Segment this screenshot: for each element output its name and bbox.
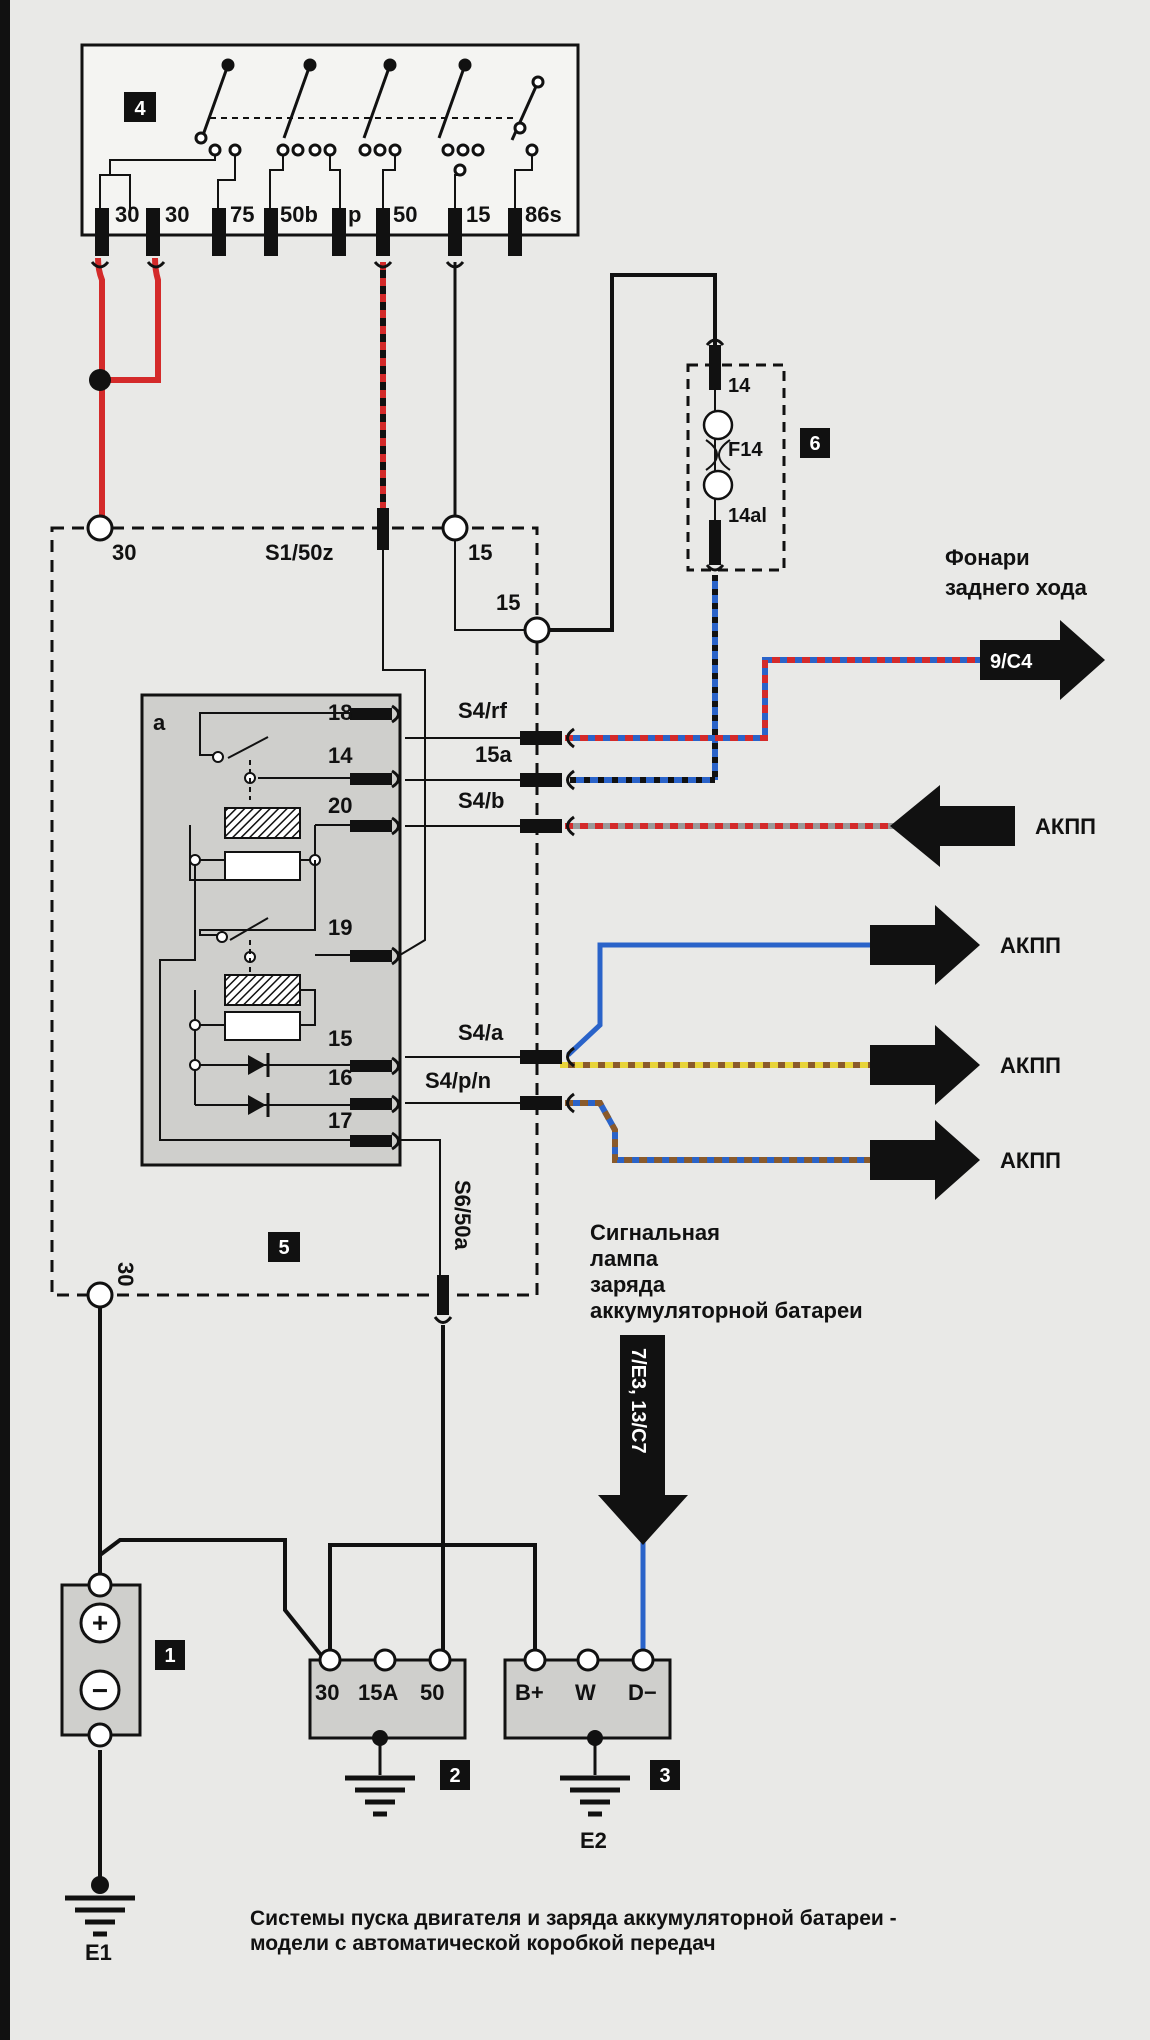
charge-ref-text: 7/E3, 13/C7 — [627, 1348, 649, 1454]
fuse-top-label: 14 — [728, 375, 751, 397]
relay-pin-19: 19 — [328, 915, 352, 940]
fuse-bottom-label: 14al — [728, 505, 767, 527]
sw-term-86s: 86s — [525, 202, 562, 227]
ground-icon — [65, 1895, 135, 1937]
battery-plus-icon: + — [92, 1607, 108, 1638]
relay-pin-s4-b: S4/b — [458, 788, 504, 813]
relay-pin-15a: 15a — [475, 742, 512, 767]
wires — [89, 257, 985, 1880]
ground-icon — [345, 1775, 415, 1817]
badge-2-text: 2 — [449, 1765, 460, 1787]
sw-term-30b: 30 — [165, 202, 189, 227]
component-badge-6 — [800, 428, 830, 458]
component-badge-3 — [650, 1760, 680, 1790]
relay-term-15-right: 15 — [496, 590, 520, 615]
badge-1-text: 1 — [164, 1645, 175, 1667]
starter-term-30: 30 — [315, 1680, 339, 1705]
component-badge-4 — [124, 92, 156, 122]
relay-pin-15: 15 — [328, 1026, 352, 1051]
fuse-name: F14 — [728, 439, 763, 461]
relay-pin-16: 16 — [328, 1065, 352, 1090]
relay-pin-s4-a: S4/a — [458, 1020, 504, 1045]
sw-term-p: p — [348, 202, 361, 227]
reverse-lights-label-2: заднего хода — [945, 575, 1088, 600]
battery-minus-icon: − — [92, 1675, 108, 1706]
ground-icon — [560, 1775, 630, 1817]
fuse-f14: 14 F14 14al 6 — [686, 338, 830, 572]
relay-pin-s4-pn: S4/p/n — [425, 1068, 491, 1093]
relay-pin-20: 20 — [328, 793, 352, 818]
badge-3-text: 3 — [659, 1765, 670, 1787]
charge-lamp-label-4: аккумуляторной батареи — [590, 1298, 863, 1323]
akpp-out-2-label: АКПП — [1000, 1053, 1061, 1078]
relay-module: 30 S1/50z 15 15 a — [50, 508, 575, 1324]
akpp-out-3-label: АКПП — [1000, 1148, 1061, 1173]
akpp-out-1-label: АКПП — [1000, 933, 1061, 958]
alt-term-bplus: B+ — [515, 1680, 544, 1705]
alt-term-dminus: D− — [628, 1680, 657, 1705]
arrow-akpp-out-1 — [870, 905, 980, 985]
sw-term-50: 50 — [393, 202, 417, 227]
alt-term-w: W — [575, 1680, 596, 1705]
charge-lamp-label-3: заряда — [590, 1272, 666, 1297]
battery: + − 1 — [60, 1572, 185, 1748]
starter: 30 15A 50 2 — [308, 1648, 470, 1817]
akpp-in-label: АКПП — [1035, 814, 1096, 839]
ground-e2-label: E2 — [580, 1828, 607, 1853]
starter-term-15a: 15A — [358, 1680, 398, 1705]
ground-e1-label: E1 — [85, 1940, 112, 1965]
sw-term-15: 15 — [466, 202, 490, 227]
arrow-akpp-out-2 — [870, 1025, 980, 1105]
badge-6-text: 6 — [809, 433, 820, 455]
arrow-akpp-in — [890, 785, 1015, 867]
relay-pin-17: 17 — [328, 1108, 352, 1133]
component-badge-5 — [268, 1232, 300, 1262]
starter-term-50: 50 — [420, 1680, 444, 1705]
reverse-lights-label-1: Фонари — [945, 545, 1030, 570]
arrow-akpp-out-3 — [870, 1120, 980, 1200]
reverse-ref-text: 9/C4 — [990, 651, 1033, 673]
relay-term-30-bottom: 30 — [113, 1262, 138, 1286]
relay-term-s6: S6/50a — [450, 1180, 475, 1250]
relay-pin-14: 14 — [328, 743, 353, 768]
sw-term-75: 75 — [230, 202, 254, 227]
component-badge-1 — [155, 1640, 185, 1670]
charge-lamp-label-2: лампа — [590, 1246, 659, 1271]
component-badge-2 — [440, 1760, 470, 1790]
relay-sub-label: a — [153, 710, 166, 735]
page-edge — [0, 0, 10, 2040]
alternator: B+ W D− E2 3 — [503, 1648, 680, 1853]
sw-term-30a: 30 — [115, 202, 139, 227]
relay-pin-18: 18 — [328, 700, 352, 725]
arrow-reverse-ref: 9/C4 — [980, 620, 1105, 700]
relay-term-15: 15 — [468, 540, 492, 565]
caption-line-1: Системы пуска двигателя и заряда аккумул… — [250, 1907, 897, 1930]
sw-term-50b: 50b — [280, 202, 318, 227]
relay-pin-s4-rf: S4/rf — [458, 698, 508, 723]
badge-5-text: 5 — [278, 1237, 289, 1259]
relay-term-30-top: 30 — [112, 540, 136, 565]
caption-line-2: модели с автоматической коробкой передач — [250, 1932, 716, 1955]
ground-e1: E1 — [65, 1876, 135, 1965]
badge-4-text: 4 — [134, 98, 146, 120]
ignition-switch: 4 — [80, 43, 580, 256]
relay-term-s1: S1/50z — [265, 540, 334, 565]
charge-lamp-label-1: Сигнальная — [590, 1220, 720, 1245]
arrow-charge-ref: 7/E3, 13/C7 — [598, 1335, 688, 1545]
